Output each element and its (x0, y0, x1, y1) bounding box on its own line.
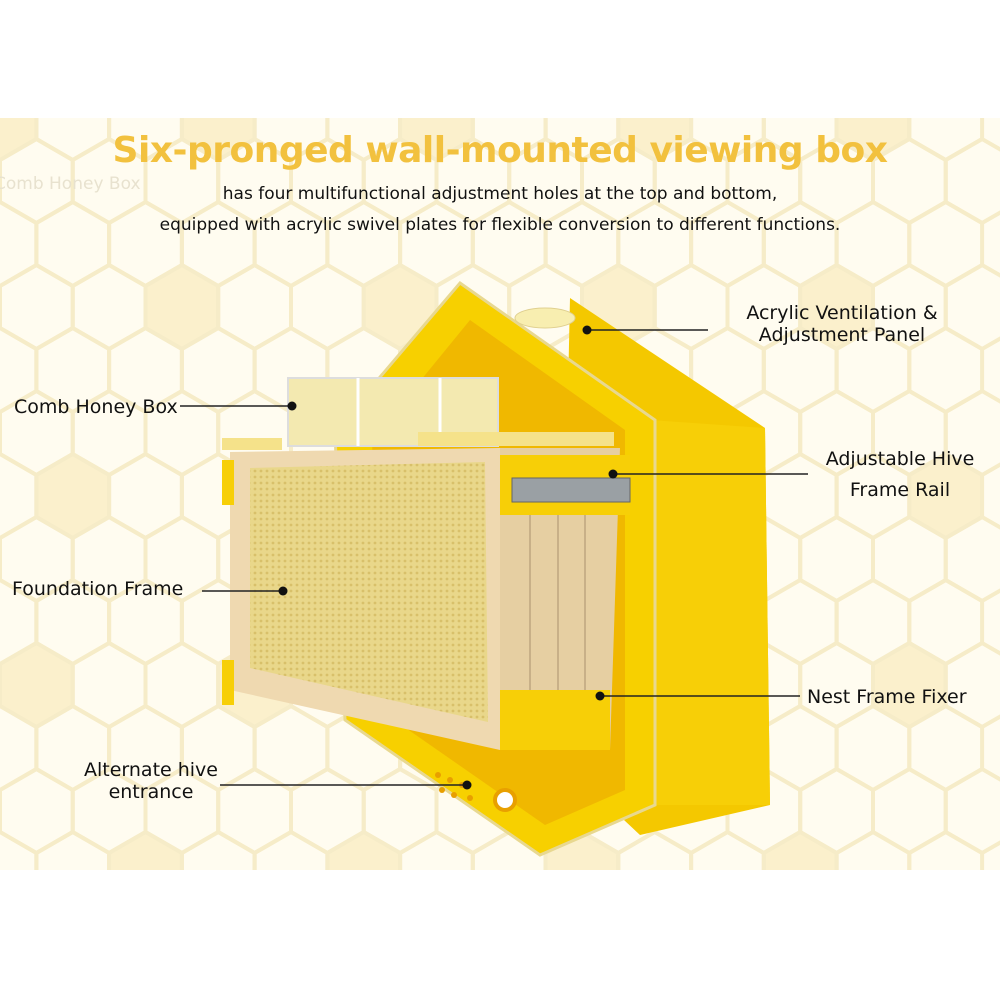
callout-dot (462, 780, 472, 790)
callout-alternate-entrance: Alternate hive entrance (80, 759, 222, 803)
callout-line: entrance (108, 781, 194, 803)
callout-dot (608, 469, 618, 479)
honeycomb-cell (0, 118, 39, 163)
subtitle-line-2: equipped with acrylic swivel plates for … (159, 215, 841, 235)
callout-line: Alternate hive (83, 759, 218, 781)
callout-dot (595, 691, 605, 701)
callout-line: Frame Rail (849, 479, 951, 501)
callout-nest-frame-fixer: Nest Frame Fixer (807, 686, 967, 708)
page-title: Six-pronged wall-mounted viewing box (112, 130, 888, 171)
callout-hive-frame-rail: Adjustable Hive Frame Rail (798, 444, 1000, 506)
callout-dot (582, 325, 592, 335)
callout-line: Adjustable Hive (825, 448, 975, 470)
callout-dot (278, 586, 288, 596)
callout-acrylic-panel: Acrylic Ventilation & Adjustment Panel (722, 302, 962, 346)
honeycomb-cell (907, 829, 985, 870)
callout-line: Adjustment Panel (758, 324, 926, 346)
callout-comb-honey-box: Comb Honey Box (14, 396, 178, 418)
callout-line: Acrylic Ventilation & (746, 302, 938, 324)
callout-foundation-frame: Foundation Frame (12, 578, 184, 600)
subtitle-line-1: has four multifunctional adjustment hole… (222, 184, 778, 204)
callout-dot (287, 401, 297, 411)
ghost-text: Comb Honey Box (0, 174, 141, 194)
